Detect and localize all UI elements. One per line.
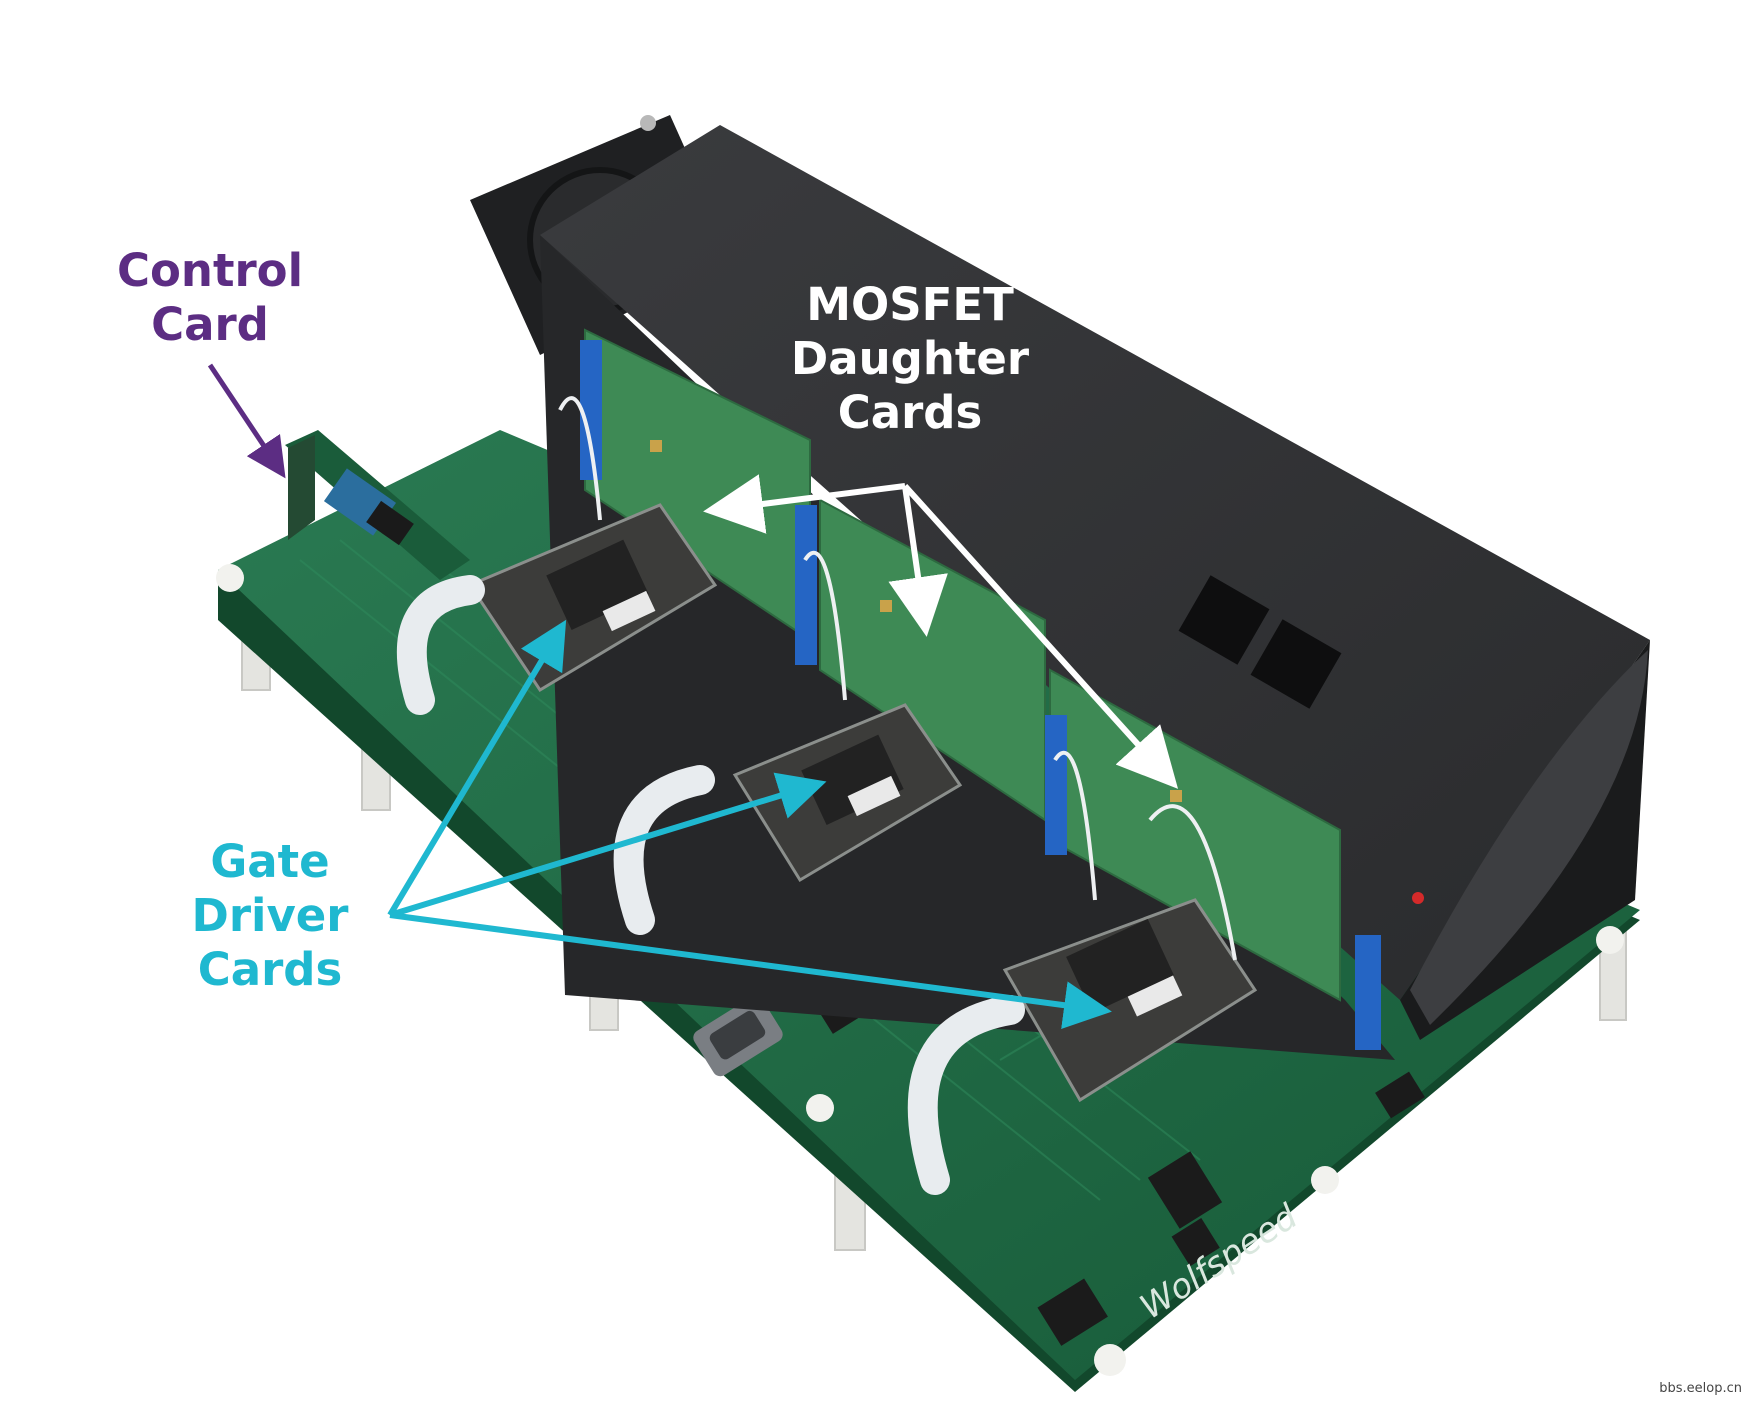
gate-label-line: Cards: [197, 943, 343, 996]
gate-label-line: Gate: [210, 835, 330, 888]
gate-driver-arrows: [387, 619, 1112, 1030]
gate-driver-cards-label: Gate Driver Cards: [180, 835, 360, 997]
ribbon-cables: [396, 575, 1025, 1195]
control-card-arrow: [207, 363, 286, 479]
control-card-label-line: Control: [116, 244, 304, 297]
annotation-arrows: [207, 363, 1179, 1030]
control-card-label-line: Card: [151, 298, 269, 351]
control-card: [285, 430, 470, 580]
mosfet-arrows: [703, 474, 1179, 789]
mosfet-label-line: MOSFET: [806, 278, 1014, 331]
mosfet-label-line: Daughter: [790, 332, 1030, 385]
gate-driver-card-2: [732, 703, 963, 883]
mosfet-daughter-cards-label: MOSFET Daughter Cards: [770, 278, 1050, 440]
wire-loops: [558, 396, 1237, 961]
mosfet-label-line: Cards: [837, 386, 983, 439]
serial-connector: [693, 995, 783, 1077]
gate-label-line: Driver: [191, 889, 349, 942]
watermark: bbs.eelop.cn: [1659, 1381, 1742, 1396]
control-card-label: Control Card: [95, 244, 325, 352]
